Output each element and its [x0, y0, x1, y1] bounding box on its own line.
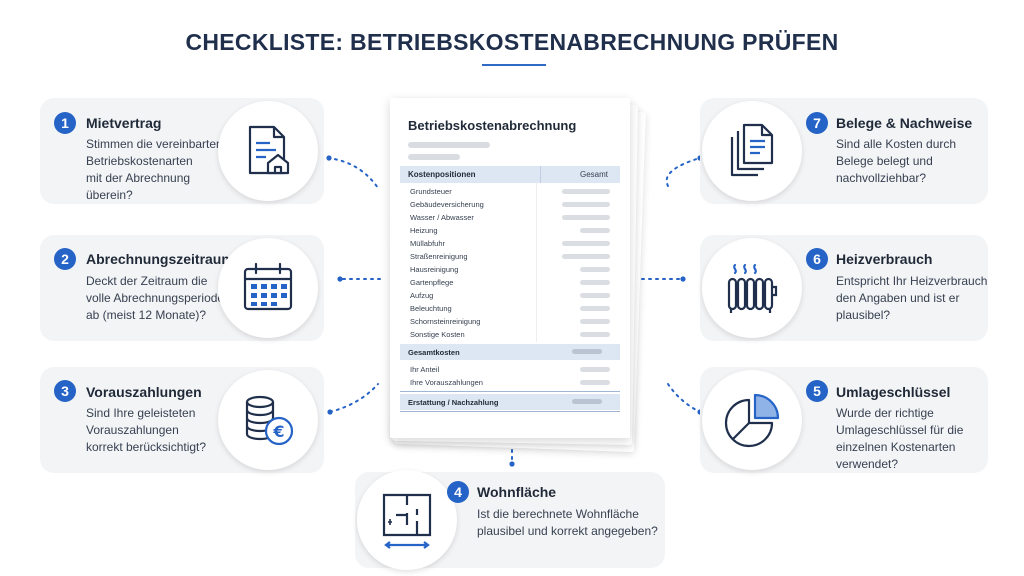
cost-item: Schornsteinreinigung — [410, 317, 481, 326]
cost-item: Aufzug — [410, 291, 434, 300]
contract-house-icon — [218, 101, 318, 201]
cost-item: Heizung — [410, 226, 438, 235]
card-title-belege-nachweise: Belege & Nachweise — [836, 115, 973, 131]
result-separator — [400, 391, 620, 392]
page-title: CHECKLISTE: BETRIEBSKOSTENABRECHNUNG PRÜ… — [185, 29, 839, 55]
step-number-4: 4 — [447, 481, 469, 503]
card-title-mietvertrag: Mietvertrag — [86, 115, 162, 131]
cost-item: Grundsteuer — [410, 187, 452, 196]
total-costs-label: Gesamtkosten — [408, 348, 460, 357]
placeholder-line — [408, 142, 490, 148]
amount-placeholder — [580, 306, 610, 311]
card-wohnflaeche: 4 Wohnfläche Ist die berechnete Wohnfläc… — [355, 470, 665, 570]
step-number-5: 5 — [806, 380, 828, 402]
total-costs-row: Gesamtkosten — [400, 344, 620, 360]
col-total-header: Gesamt — [579, 170, 608, 179]
statement-document: Betriebskostenabrechnung Kostenpositione… — [390, 98, 630, 438]
cost-item: Müllabfuhr — [410, 239, 446, 248]
floor-plan-icon — [357, 470, 457, 570]
step-number-6: 6 — [806, 248, 828, 270]
document-table-header: Kostenpositionen Gesamt — [400, 166, 620, 183]
card-heizverbrauch: 6 Heizverbrauch Entspricht Ihr Heizverbr… — [700, 235, 988, 341]
documents-icon — [702, 101, 802, 201]
amount-placeholder — [562, 189, 610, 194]
cost-item: Gartenpflege — [410, 278, 454, 287]
cost-item: Hausreinigung — [410, 265, 459, 274]
amount-placeholder — [580, 280, 610, 285]
coins-euro-icon: € — [218, 370, 318, 470]
document-title: Betriebskostenabrechnung — [408, 118, 577, 133]
amount-placeholder — [580, 293, 610, 298]
amount-placeholder — [580, 319, 610, 324]
col-positions-header: Kostenpositionen — [408, 170, 476, 179]
amount-placeholder — [562, 254, 610, 259]
cost-item: Wasser / Abwasser — [410, 213, 474, 222]
amount-placeholder — [562, 215, 610, 220]
cost-item: Straßenreinigung — [410, 252, 468, 261]
amount-placeholder — [562, 241, 610, 246]
amount-placeholder — [580, 228, 610, 233]
calendar-icon — [218, 238, 318, 338]
step-number-3: 3 — [54, 380, 76, 402]
svg-text:€: € — [272, 422, 284, 441]
result-row: Erstattung / Nachzahlung — [400, 394, 620, 410]
result-separator — [400, 411, 620, 412]
amount-placeholder — [580, 267, 610, 272]
radiator-icon — [702, 238, 802, 338]
cost-item: Beleuchtung — [410, 304, 452, 313]
cost-item: Sonstige Kosten — [410, 330, 465, 339]
card-title-abrechnungszeitraum: Abrechnungszeitraum — [86, 251, 234, 267]
step-number-7: 7 — [806, 112, 828, 134]
prepayments-label: Ihre Vorauszahlungen — [410, 378, 483, 387]
pie-chart-icon — [702, 370, 802, 470]
amount-placeholder — [580, 332, 610, 337]
column-divider — [536, 182, 537, 342]
card-title-vorauszahlungen: Vorauszahlungen — [86, 384, 202, 400]
amount-placeholder — [580, 380, 610, 385]
cost-item: Gebäudeversicherung — [410, 200, 484, 209]
title-underline — [482, 64, 546, 66]
amount-placeholder — [580, 367, 610, 372]
card-title-wohnflaeche: Wohnfläche — [477, 484, 557, 500]
card-title-heizverbrauch: Heizverbrauch — [836, 251, 933, 267]
card-abrechnungszeitraum: 2 Abrechnungszeitraum Deckt der Zeitraum… — [40, 235, 324, 341]
amount-placeholder — [562, 202, 610, 207]
placeholder-line — [408, 154, 460, 160]
step-number-1: 1 — [54, 112, 76, 134]
card-belege-nachweise: 7 Belege & Nachweise Sind alle Kosten du… — [700, 98, 988, 204]
card-title-umlageschluessel: Umlageschlüssel — [836, 384, 951, 400]
result-label: Erstattung / Nachzahlung — [408, 398, 499, 407]
step-number-2: 2 — [54, 248, 76, 270]
share-label: Ihr Anteil — [410, 365, 440, 374]
